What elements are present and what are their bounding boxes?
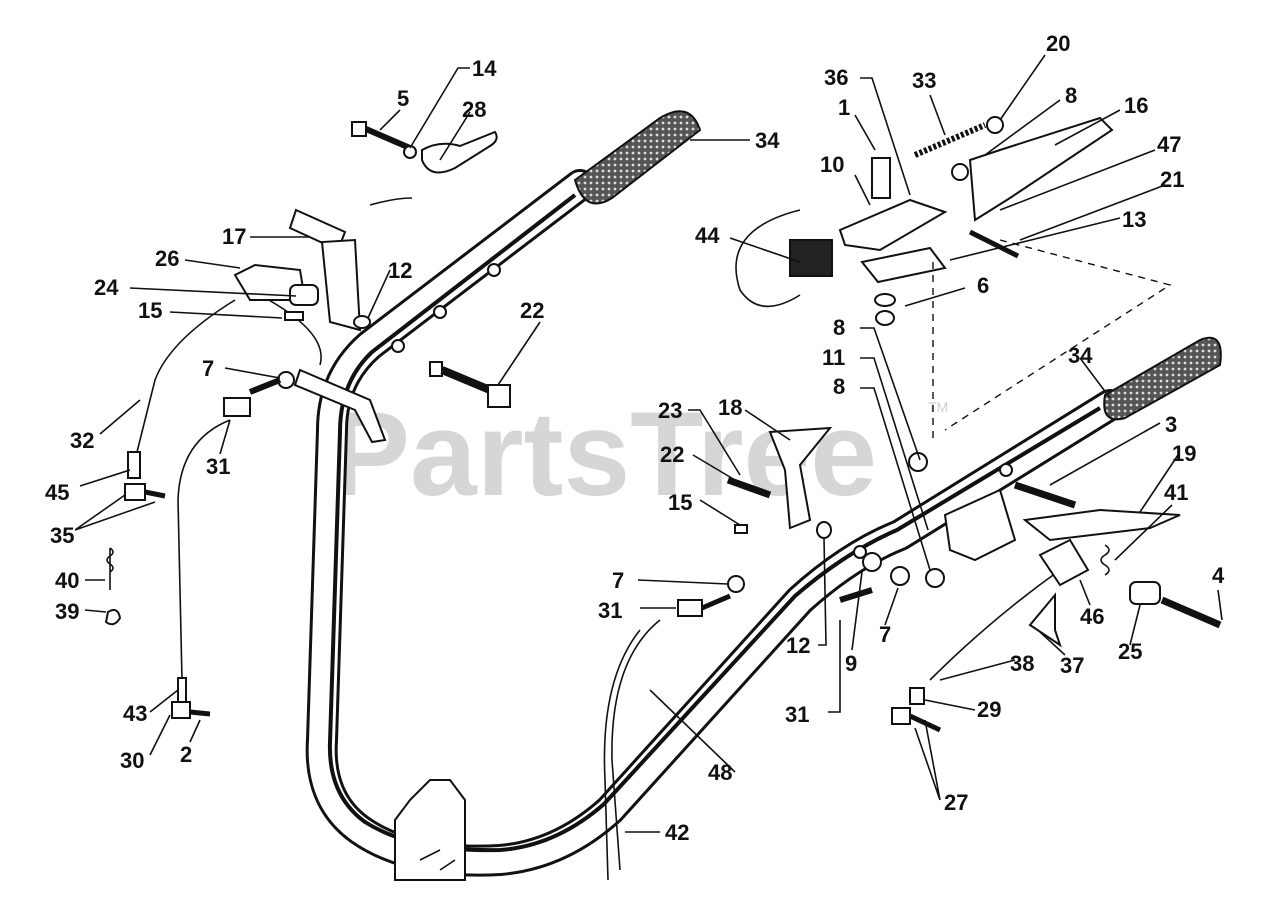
left-grip bbox=[573, 110, 702, 205]
part-label-42: 42 bbox=[665, 820, 689, 845]
part-label-34-left-grip: 34 bbox=[755, 128, 780, 153]
part-label-30: 30 bbox=[120, 748, 144, 773]
part-label-12-lower: 12 bbox=[786, 633, 810, 658]
part-label-31-left: 31 bbox=[206, 454, 230, 479]
part-label-43: 43 bbox=[123, 701, 147, 726]
part-label-36: 36 bbox=[824, 65, 848, 90]
part-label-23: 23 bbox=[658, 398, 682, 423]
part-label-45: 45 bbox=[45, 480, 69, 505]
cables bbox=[134, 197, 1061, 881]
part-label-32: 32 bbox=[70, 428, 94, 453]
part-label-31-middle: 31 bbox=[598, 598, 622, 623]
part-label-25: 25 bbox=[1118, 639, 1142, 664]
right-grip bbox=[1103, 336, 1222, 421]
part-label-44: 44 bbox=[695, 223, 720, 248]
part-label-48: 48 bbox=[708, 760, 732, 785]
part-label-17: 17 bbox=[222, 224, 246, 249]
part-label-7-right: 7 bbox=[879, 622, 891, 647]
part-label-7-left: 7 bbox=[202, 356, 214, 381]
part-label-33: 33 bbox=[912, 68, 936, 93]
part-label-37: 37 bbox=[1060, 653, 1084, 678]
part-label-10: 10 bbox=[820, 152, 844, 177]
part-label-6: 6 bbox=[977, 273, 989, 298]
assembly-guides bbox=[932, 239, 1172, 440]
part-label-19: 19 bbox=[1172, 441, 1196, 466]
part-label-47: 47 bbox=[1157, 132, 1181, 157]
part-label-41: 41 bbox=[1164, 480, 1188, 505]
part-label-5: 5 bbox=[397, 86, 409, 111]
part-label-26: 26 bbox=[155, 246, 179, 271]
leader-lines bbox=[74, 54, 1223, 833]
part-label-11: 11 bbox=[822, 345, 845, 370]
part-label-24: 24 bbox=[94, 275, 119, 300]
part-label-39: 39 bbox=[55, 599, 79, 624]
part-label-1: 1 bbox=[838, 95, 850, 120]
part-label-7-middle: 7 bbox=[612, 568, 624, 593]
part-label-4: 4 bbox=[1212, 563, 1225, 588]
part-label-40: 40 bbox=[55, 568, 79, 593]
part-label-8-lower: 8 bbox=[833, 374, 845, 399]
part-label-3: 3 bbox=[1165, 412, 1177, 437]
part-label-8-top: 8 bbox=[1065, 83, 1077, 108]
part-label-22-middle: 22 bbox=[660, 442, 684, 467]
part-label-13: 13 bbox=[1122, 207, 1146, 232]
part-label-28: 28 bbox=[462, 97, 486, 122]
part-label-16: 16 bbox=[1124, 93, 1148, 118]
part-label-14: 14 bbox=[472, 56, 497, 81]
parts bbox=[104, 116, 1222, 733]
part-label-38: 38 bbox=[1010, 651, 1034, 676]
part-label-27: 27 bbox=[944, 790, 968, 815]
part-label-29: 29 bbox=[977, 697, 1001, 722]
part-label-46: 46 bbox=[1080, 604, 1104, 629]
part-label-9: 9 bbox=[845, 651, 857, 676]
part-label-15-left: 15 bbox=[138, 298, 162, 323]
part-label-2: 2 bbox=[180, 742, 192, 767]
part-label-20: 20 bbox=[1046, 31, 1070, 56]
part-label-12-top: 12 bbox=[388, 258, 412, 283]
part-label-15-middle: 15 bbox=[668, 490, 692, 515]
part-label-18: 18 bbox=[718, 395, 742, 420]
handlebar-tube bbox=[305, 169, 1126, 881]
part-label-21: 21 bbox=[1160, 167, 1184, 192]
part-label-22-top: 22 bbox=[520, 298, 544, 323]
watermark: PartsTree TM bbox=[330, 387, 948, 521]
part-label-35: 35 bbox=[50, 523, 74, 548]
part-label-8-middle: 8 bbox=[833, 315, 845, 340]
part-label-31-lower: 31 bbox=[785, 702, 809, 727]
part-label-34-right-grip: 34 bbox=[1068, 343, 1093, 368]
part-labels: 5 14 28 34 36 33 20 8 16 1 10 47 21 13 4… bbox=[45, 31, 1225, 845]
watermark-trademark: TM bbox=[928, 399, 948, 415]
